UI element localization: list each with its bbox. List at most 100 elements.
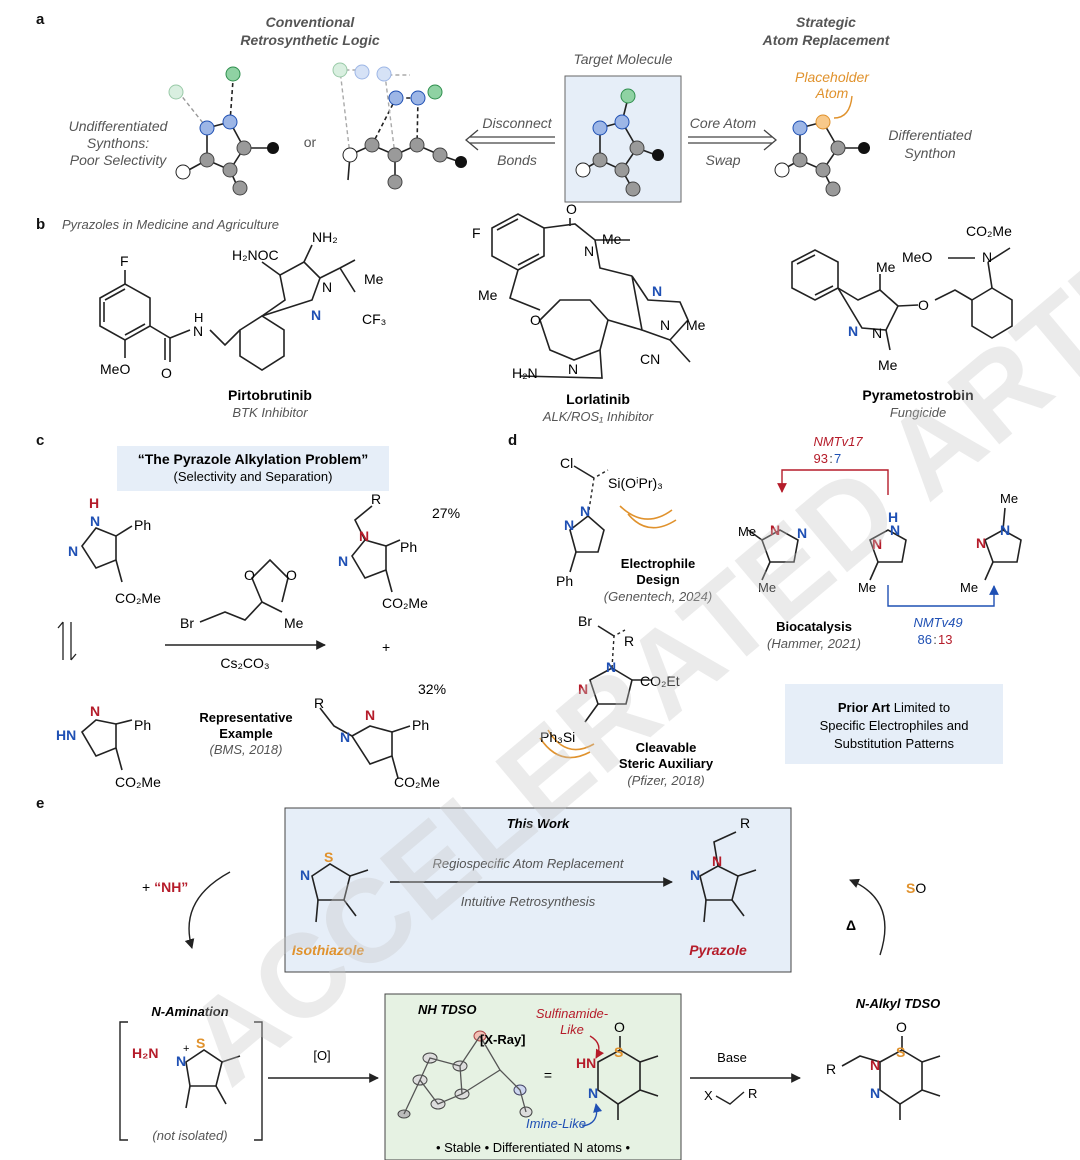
lorla-Me2: Me: [478, 287, 498, 303]
c-prod2-N2: N: [365, 707, 375, 723]
d-ratio17-colon: :: [829, 451, 833, 466]
d-ratio17-a: 93: [814, 451, 828, 466]
e-not-isolated: (not isolated): [152, 1128, 227, 1143]
tdso-O: O: [614, 1019, 625, 1035]
pirto-Me: Me: [364, 271, 384, 287]
d-elec-2: Design: [636, 572, 679, 587]
pirto-F: F: [120, 253, 129, 269]
lorla-F: F: [472, 225, 481, 241]
c-product-1: [351, 505, 401, 593]
lorla-Me3: Me: [686, 317, 706, 333]
e-arrow-top: Regiospecific Atom Replacement: [433, 856, 625, 871]
c-agent-Me: Me: [284, 615, 304, 631]
e-plus-sign: +: [142, 879, 154, 895]
pyra-Me: Me: [876, 259, 896, 275]
swap-arrow: [688, 129, 778, 151]
d-bio-1: Biocatalysis: [776, 619, 852, 634]
d-bio1-Me: Me: [738, 524, 756, 539]
target-molecule-label: Target Molecule: [573, 51, 672, 67]
d-bio3-N: N: [1000, 522, 1010, 538]
e-amin-N: N: [176, 1053, 186, 1069]
pyra-CO2Me: CO₂Me: [966, 223, 1012, 239]
xray-equals: =: [544, 1067, 552, 1083]
d-elec-3: (Genentech, 2024): [604, 589, 712, 604]
conventional-title-2: Retrosynthetic Logic: [240, 32, 379, 48]
bonds-label: Bonds: [497, 152, 537, 168]
isothiazole-label: Isothiazole: [292, 942, 365, 958]
undiff-text-2: Synthons:: [87, 135, 149, 151]
e-so-s: S: [906, 880, 915, 896]
d-Cl: Cl: [560, 455, 573, 471]
differentiated-synthon: [774, 114, 870, 197]
tdso-stable: • Stable • Differentiated N atoms •: [436, 1140, 631, 1155]
c-prod1-R: R: [371, 491, 381, 507]
lorla-H2N: H₂N: [512, 365, 538, 381]
e-base-R: R: [748, 1086, 757, 1101]
e-iso-N: N: [300, 867, 310, 883]
prior-art-1: Prior Art Limited to: [838, 700, 950, 715]
placeholder-arrow: [833, 95, 853, 119]
target-molecule-graph: [575, 88, 664, 197]
c-taut1-Ph: Ph: [134, 517, 151, 533]
nalkyl-S: S: [896, 1044, 905, 1060]
nh-tdso-title: NH TDSO: [418, 1002, 477, 1017]
e-base: Base: [717, 1050, 747, 1065]
disconnect-arrow: [464, 129, 555, 151]
panel-b-heading: Pyrazoles in Medicine and Agriculture: [62, 217, 279, 232]
this-work-title: This Work: [507, 816, 570, 831]
nalkyl-N: N: [870, 1057, 880, 1073]
alkylation-problem-sub: (Selectivity and Separation): [174, 469, 333, 484]
pirto-MeO: MeO: [100, 361, 130, 377]
c-taut2-Ph: Ph: [134, 717, 151, 733]
pirto-ring-N: N: [311, 307, 321, 323]
pyrametostrobin-name: Pyrametostrobin: [862, 387, 973, 403]
conventional-title-1: Conventional: [266, 14, 356, 30]
d-nmtv49: NMTv49: [913, 615, 962, 630]
e-extrusion-arrow: [849, 878, 886, 956]
panel-label-d: d: [508, 432, 517, 449]
strategic-title-1: Strategic: [796, 14, 856, 30]
d-clv-3: (Pfizer, 2018): [627, 773, 704, 788]
isothiazole-structure: [311, 863, 369, 923]
d-e1-N2: N: [564, 517, 574, 533]
c-prod2-yield: 32%: [418, 681, 446, 697]
d-bio2-N: N: [890, 522, 900, 538]
e-arrow-bot: Intuitive Retrosynthesis: [461, 894, 596, 909]
lorla-O: O: [566, 201, 577, 217]
d-clv-2: Steric Auxiliary: [619, 756, 714, 771]
d-ratio49-colon: :: [933, 632, 937, 647]
d-Si: Si(OⁱPr)₃: [608, 475, 663, 491]
c-taut1-N: N: [90, 513, 100, 529]
d-e1-N: N: [580, 503, 590, 519]
panel-label-c: c: [36, 432, 44, 449]
pirto-ring-N2: N: [322, 279, 332, 295]
pyrametostrobin-structure: [791, 247, 1013, 351]
c-Br: Br: [180, 615, 194, 631]
d-bio-2: (Hammer, 2021): [767, 636, 861, 651]
differentiated-label-1: Differentiated: [888, 127, 972, 143]
prior-art-2: Specific Electrophiles and: [820, 718, 969, 733]
differentiated-label-2: Synthon: [904, 145, 956, 161]
pirtobrutinib-structure: [99, 244, 356, 371]
d-bio2-NH: H: [888, 509, 898, 525]
e-amin-plus: +: [183, 1043, 189, 1055]
d-bio3-N2: N: [976, 535, 986, 551]
c-base: Cs₂CO₃: [220, 655, 269, 671]
prior-art-box: [785, 684, 1003, 764]
d-aux-R: R: [624, 633, 634, 649]
alkylating-agent: [199, 558, 289, 623]
lorlatinib-name: Lorlatinib: [566, 391, 630, 407]
tdso-imine: Imine-Like: [526, 1116, 586, 1131]
d-bio1-N2: N: [797, 525, 807, 541]
imine-arrow: [581, 1103, 603, 1127]
pyra-MeO: MeO: [902, 249, 932, 265]
lorla-CN: CN: [640, 351, 660, 367]
nalkyl-R: R: [826, 1061, 836, 1077]
pirto-NH2: NH₂: [312, 229, 338, 245]
pyrazole-product-structure: [699, 831, 757, 923]
d-e1-Ph: Ph: [556, 573, 573, 589]
n-amination-bracket-right: [254, 1021, 263, 1141]
swap-label: Swap: [705, 152, 740, 168]
d-ratio49-a: 86: [918, 632, 932, 647]
d-aux-Br: Br: [578, 613, 592, 629]
